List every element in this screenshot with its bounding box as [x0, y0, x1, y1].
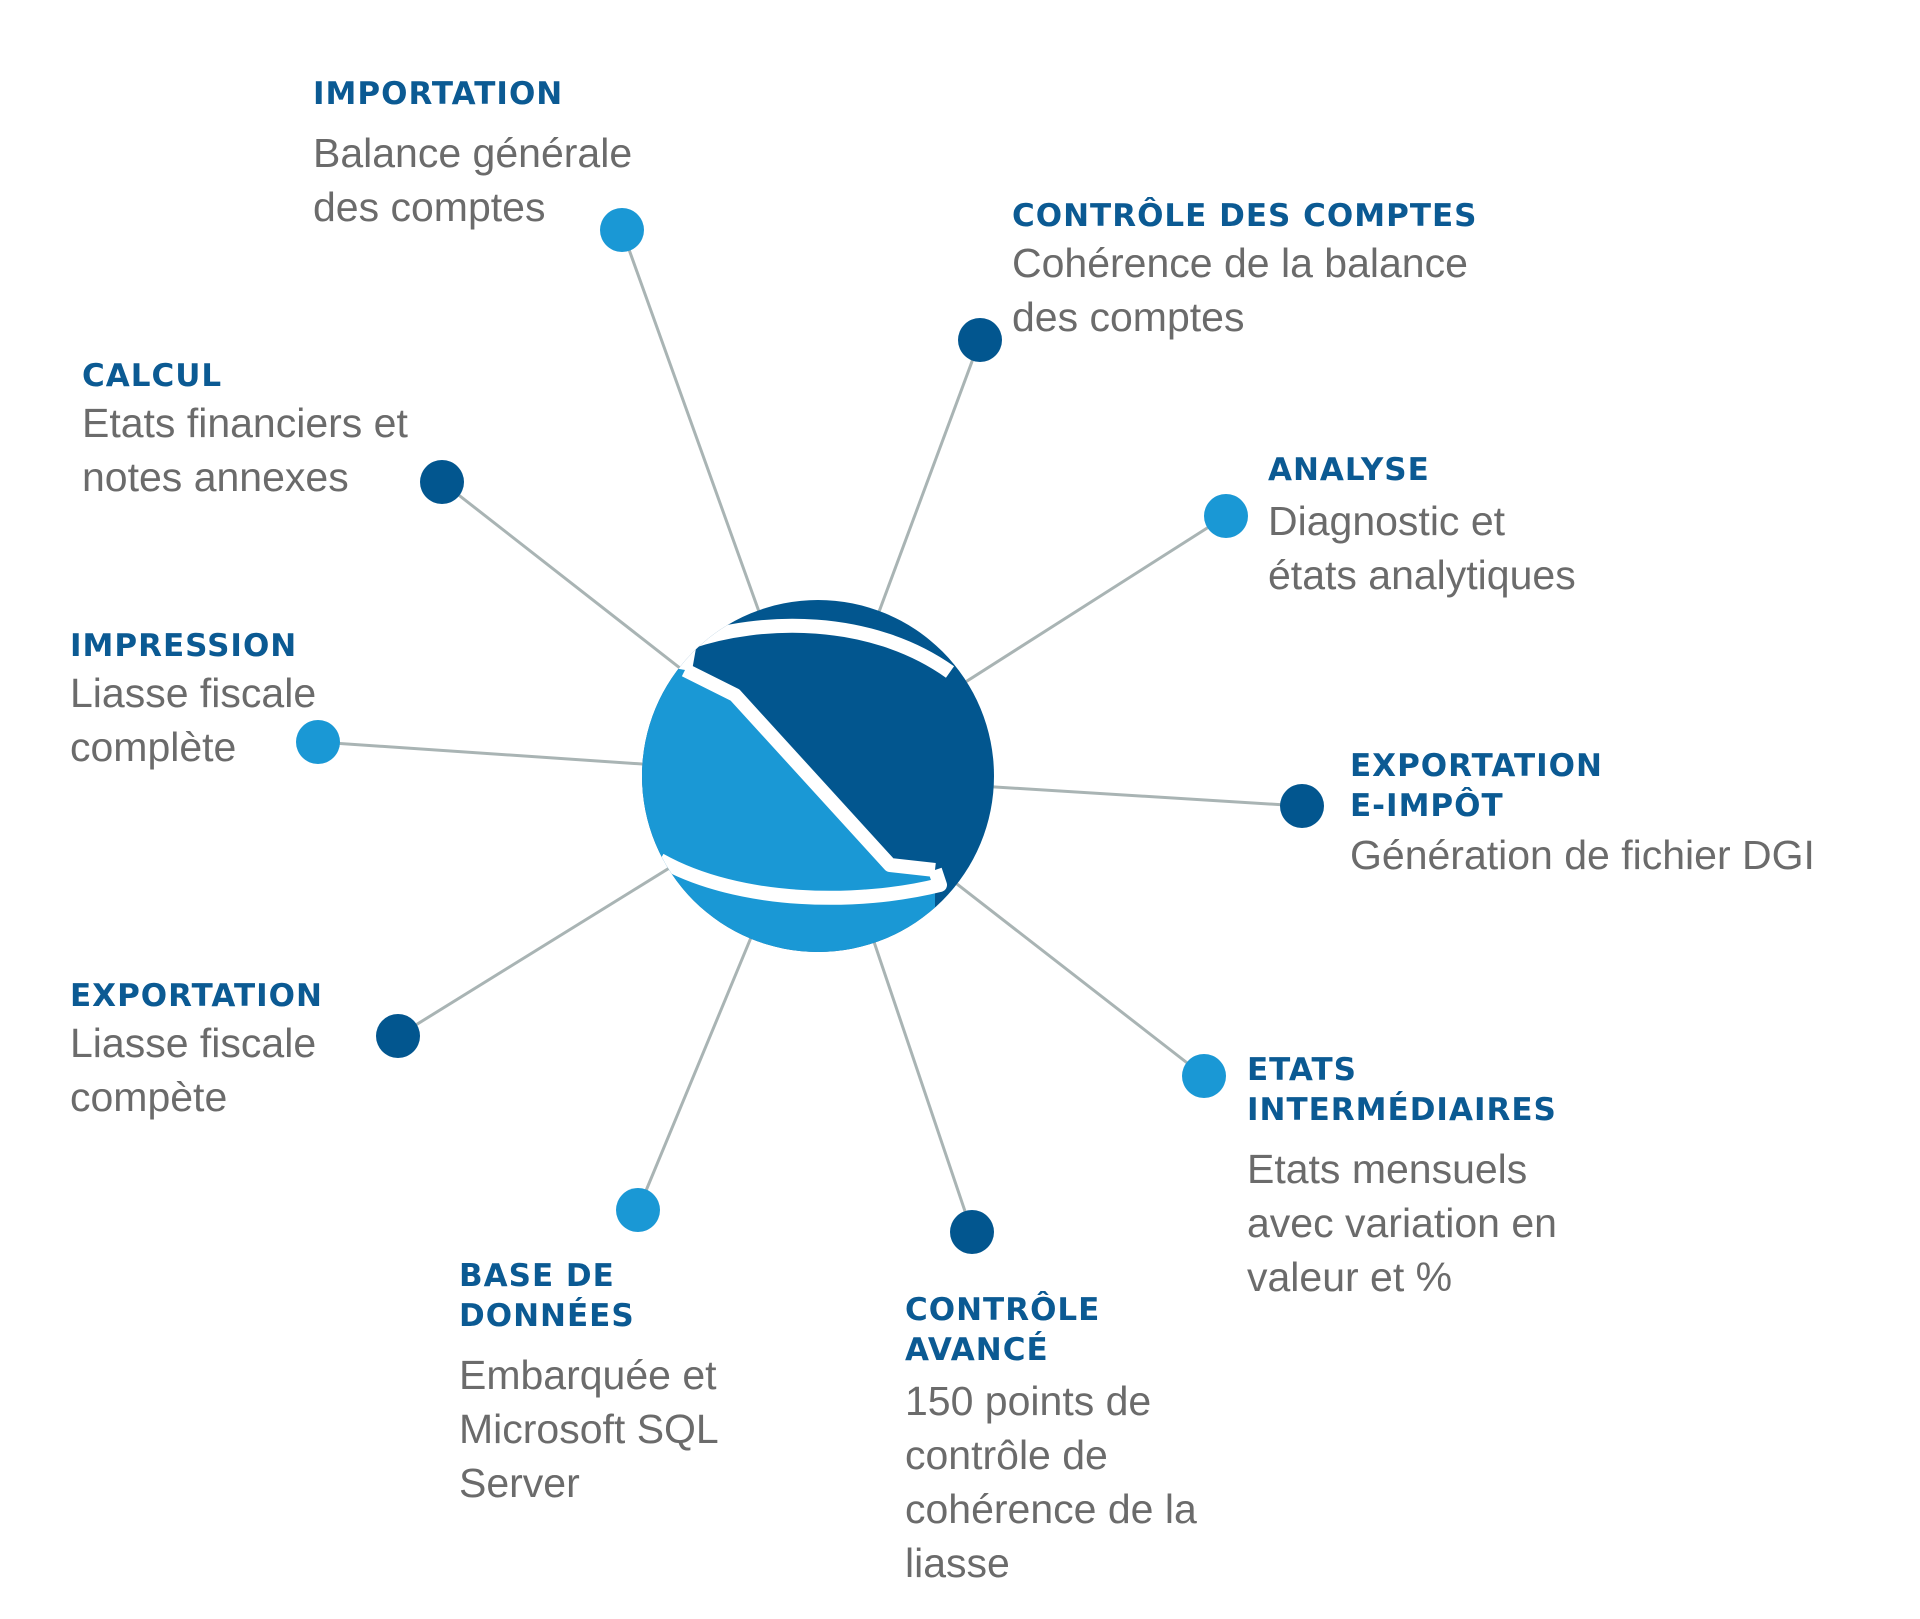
node-description: Diagnostic et états analytiques [1268, 498, 1576, 598]
node-controle-avance: CONTRÔLE AVANCÉ 150 points de contrôle d… [905, 1290, 1325, 1590]
dot-controle-comptes [958, 318, 1002, 362]
dot-impression [296, 720, 340, 764]
node-impression: IMPRESSION Liasse fiscale complète [70, 626, 470, 774]
dot-exportation [376, 1014, 420, 1058]
dot-analyse [1204, 494, 1248, 538]
node-analyse: ANALYSE Diagnostic et états analytiques [1268, 450, 1668, 602]
node-description: Cohérence de la balance des comptes [1012, 240, 1468, 340]
node-title: IMPORTATION [313, 76, 564, 112]
dot-importation [600, 208, 644, 252]
node-description: Balance générale des comptes [313, 130, 633, 230]
node-title: ETATS INTERMÉDIAIRES [1247, 1052, 1557, 1128]
node-description: Génération de fichier DGI [1350, 832, 1815, 878]
node-importation: IMPORTATION Balance générale des comptes [313, 74, 713, 234]
node-title: IMPRESSION [70, 628, 298, 664]
dot-base-donnees [616, 1188, 660, 1232]
node-description: Liasse fiscale compète [70, 1020, 317, 1120]
node-description: Etats mensuels avec variation en valeur … [1247, 1146, 1557, 1300]
node-title: BASE DE DONNÉES [459, 1258, 635, 1334]
dot-controle-avance [950, 1210, 994, 1254]
node-title: CONTRÔLE AVANCÉ [905, 1292, 1101, 1368]
node-description: Embarquée et Microsoft SQL Server [459, 1352, 719, 1506]
node-title: CALCUL [82, 358, 223, 394]
node-title: ANALYSE [1268, 452, 1430, 488]
node-title: EXPORTATION E-IMPÔT [1350, 748, 1603, 824]
dot-etats-intermediaires [1182, 1054, 1226, 1098]
node-description: Liasse fiscale complète [70, 670, 317, 770]
node-controle-comptes: CONTRÔLE DES COMPTES Cohérence de la bal… [1012, 196, 1612, 344]
node-exportation: EXPORTATION Liasse fiscale compète [70, 976, 470, 1124]
globe-logo-icon [642, 600, 994, 952]
dot-exportation-eimpot [1280, 784, 1324, 828]
node-calcul: CALCUL Etats financiers et notes annexes [82, 356, 482, 504]
node-etats-intermediaires: ETATS INTERMÉDIAIRES Etats mensuels avec… [1247, 1050, 1667, 1304]
node-title: EXPORTATION [70, 978, 323, 1014]
node-exportation-eimpot: EXPORTATION E-IMPÔT Génération de fichie… [1350, 746, 1910, 882]
node-title: CONTRÔLE DES COMPTES [1012, 198, 1478, 234]
node-base-donnees: BASE DE DONNÉES Embarquée et Microsoft S… [459, 1256, 859, 1510]
node-description: Etats financiers et notes annexes [82, 400, 408, 500]
dot-calcul [420, 460, 464, 504]
node-description: 150 points de contrôle de cohérence de l… [905, 1378, 1197, 1586]
